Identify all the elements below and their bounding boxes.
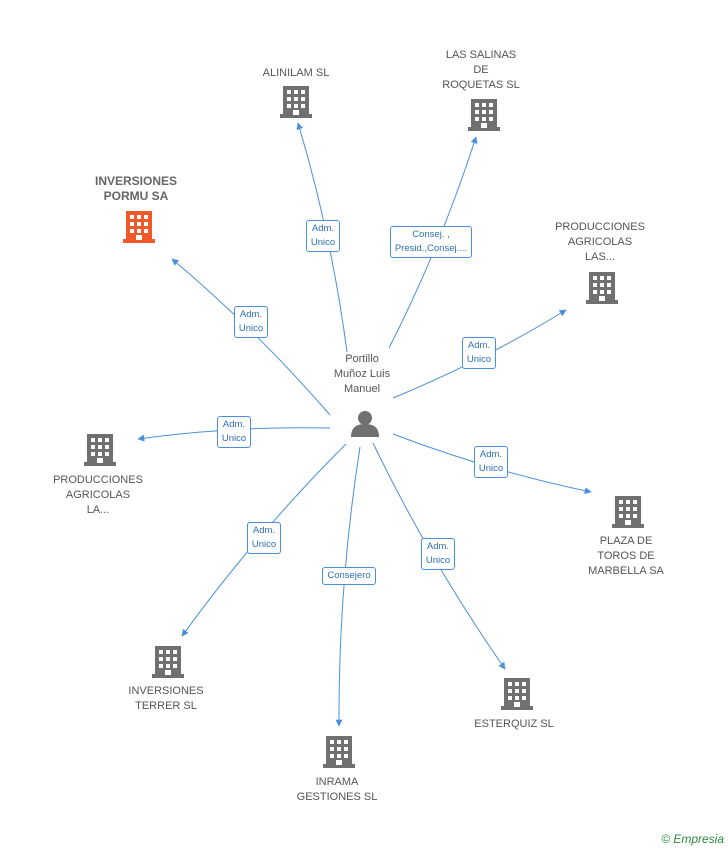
role-line: Unico [251, 539, 277, 550]
company-name-line: PRODUCCIONES [53, 474, 143, 486]
role-badge-salinas[interactable]: Consej. , Presid.,Consej.... [389, 226, 473, 258]
role-line: Unico [478, 463, 504, 474]
role-badge-terrer[interactable]: Adm. Unico [246, 522, 282, 554]
company-name-line: PLAZA DE [599, 535, 653, 547]
company-name-line: TERRER SL [135, 700, 197, 712]
building-icon[interactable] [323, 736, 355, 768]
company-name-line: LA... [86, 504, 110, 516]
building-icon[interactable] [586, 272, 618, 304]
company-label-prod_las[interactable]: PRODUCCIONES AGRICOLAS LAS... [535, 220, 665, 265]
company-name-line: PORMU SA [103, 189, 169, 203]
role-line: Adm. [467, 340, 491, 351]
company-name-line: TOROS DE [597, 550, 655, 562]
role-badge-inrama[interactable]: Consejero [322, 567, 376, 585]
company-name-line: INRAMA [315, 776, 359, 788]
role-line: Unico [310, 237, 336, 248]
company-label-prod_la[interactable]: PRODUCCIONES AGRICOLAS LA... [33, 473, 163, 518]
role-line: Adm. [239, 309, 263, 320]
company-name-line: LAS... [585, 251, 615, 263]
role-badge-esterquiz[interactable]: Adm. Unico [420, 538, 456, 570]
role-badge-alinilam[interactable]: Adm. Unico [305, 220, 341, 252]
company-label-inrama[interactable]: INRAMA GESTIONES SL [272, 775, 402, 805]
building-icon[interactable] [468, 99, 500, 131]
company-label-esterquiz[interactable]: ESTERQUIZ SL [449, 717, 579, 732]
company-name-line: LAS SALINAS [445, 49, 517, 61]
role-badge-prod_las[interactable]: Adm. Unico [461, 337, 497, 369]
copyright-symbol: © [661, 832, 671, 846]
company-name-line: DE [473, 64, 489, 76]
company-label-terrer[interactable]: INVERSIONES TERRER SL [101, 684, 231, 714]
company-name-line: INVERSIONES [94, 174, 178, 188]
company-name-line: GESTIONES SL [296, 791, 378, 803]
company-name-line: ALINILAM SL [262, 67, 330, 79]
building-icon[interactable] [612, 496, 644, 528]
role-line: Adm. [252, 525, 276, 536]
role-line: Unico [221, 433, 247, 444]
empresia-watermark[interactable]: ©Empresia [661, 832, 724, 846]
center-name-line: Muñoz Luis [333, 368, 391, 380]
building-icon[interactable] [280, 86, 312, 118]
company-label-salinas[interactable]: LAS SALINAS DE ROQUETAS SL [416, 48, 546, 93]
center-name-line: Manuel [343, 383, 381, 395]
company-name-line: PRODUCCIONES [555, 221, 645, 233]
edge-inrama [335, 446, 361, 727]
company-name-line: AGRICOLAS [567, 236, 633, 248]
role-line: Adm. [222, 419, 246, 430]
role-badge-plaza[interactable]: Adm. Unico [473, 446, 509, 478]
building-icon[interactable] [123, 211, 155, 243]
building-icon[interactable] [501, 678, 533, 710]
role-line: Unico [466, 354, 492, 365]
role-line: Consejero [327, 570, 371, 581]
role-line: Unico [425, 555, 451, 566]
company-name-line: INVERSIONES [128, 685, 204, 697]
center-person-name[interactable]: Portillo Muñoz Luis Manuel [312, 352, 412, 397]
building-icon[interactable] [84, 434, 116, 466]
role-line: Adm. [426, 541, 450, 552]
person-icon[interactable] [351, 411, 379, 437]
role-line: Adm. [479, 449, 503, 460]
company-name-line: ESTERQUIZ SL [474, 718, 554, 730]
role-badge-prod_la[interactable]: Adm. Unico [216, 416, 252, 448]
role-badge-pormu[interactable]: Adm. Unico [233, 306, 269, 338]
company-label-alinilam[interactable]: ALINILAM SL [231, 66, 361, 81]
role-line: Adm. [311, 223, 335, 234]
role-line: Unico [238, 323, 264, 334]
center-name-line: Portillo [345, 353, 379, 365]
role-line: Presid.,Consej.... [394, 243, 468, 254]
company-name-line: ROQUETAS SL [442, 79, 520, 91]
role-line: Consej. , [412, 229, 450, 240]
company-name-line: MARBELLA SA [588, 565, 664, 577]
watermark-brand: Empresia [673, 832, 724, 846]
company-name-line: AGRICOLAS [65, 489, 131, 501]
building-icon[interactable] [152, 646, 184, 678]
company-label-plaza[interactable]: PLAZA DE TOROS DE MARBELLA SA [561, 534, 691, 579]
